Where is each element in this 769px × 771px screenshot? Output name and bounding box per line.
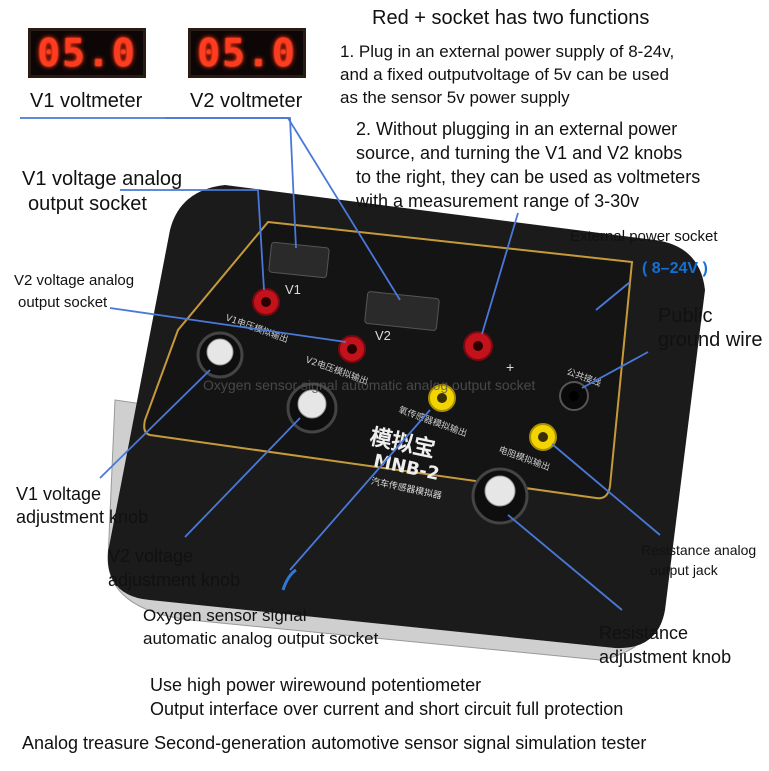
panel-led-v2 [364,291,440,331]
panel-led-v1 [268,241,330,279]
red-socket-title: Red + socket has two functions [372,7,650,29]
resistance-knob-label-2: adjustment knob [599,647,732,667]
function-2-line-2: source, and turning the V1 and V2 knobs [356,143,683,163]
external-power-label: External power socket [570,228,718,245]
v2-analog-output-label-2: output socket [18,294,108,311]
v2-voltmeter-label: V2 voltmeter [190,90,303,112]
v1-knob-label-2: adjustment knob [16,507,149,527]
public-ground-label-2: ground wire [658,329,763,351]
leader-lines [20,117,661,611]
function-1-line-3: as the sensor 5v power supply [340,88,570,107]
v1-voltmeter-label: V1 voltmeter [30,90,143,112]
function-2-line-1: 2. Without plugging in an external power [356,119,678,139]
oxygen-socket-label-1: Oxygen sensor signal [143,606,307,625]
v2-knob [286,382,338,434]
oxygen-socket-label-2: automatic analog output socket [143,629,379,648]
function-1-line-2: and a fixed outputvoltage of 5v can be u… [340,65,669,84]
panel-label-v1: V1 [285,282,301,297]
footer-line-2: Output interface over current and short … [150,699,624,719]
function-2-line-4: with a measurement range of 3-30v [356,191,640,211]
resistance-jack-yellow [529,423,557,451]
footer-line-3: Analog treasure Second-generation automo… [22,733,647,753]
v2-voltmeter-display: 05.0 [188,28,306,78]
panel-label-plus: + [506,359,514,375]
v1-output-socket-red [252,288,280,316]
power-socket-red [463,331,493,361]
external-power-range: ( 8–24V ) [642,260,708,277]
resistance-knob-label-1: Resistance [599,623,689,643]
v1-analog-output-label-2: output socket [28,193,147,215]
resistance-knob [471,467,529,525]
footer-line-1: Use high power wirewound potentiometer [150,675,482,695]
v1-analog-output-label-1: V1 voltage analog [22,168,183,190]
resistance-jack-label-2: output jack [650,562,718,578]
v2-output-socket-red [338,335,366,363]
resistance-jack-label-1: Resistance analog [641,542,757,558]
public-ground-label-1: Public [658,305,713,327]
v1-knob [196,331,244,379]
v1-knob-label-1: V1 voltage [16,484,102,504]
overlay-caption: Oxygen sensor signal automatic analog ou… [203,377,536,393]
v2-knob-label-2: adjustment knob [108,570,241,590]
v2-analog-output-label-1: V2 voltage analog [14,272,135,289]
v1-voltmeter-display: 05.0 [28,28,146,78]
v2-knob-label-1: V2 voltage [108,546,194,566]
oxygen-socket-yellow [428,384,456,412]
ground-socket-black [559,381,589,411]
function-1-line-1: 1. Plug in an external power supply of 8… [340,42,675,61]
function-2-line-3: to the right, they can be used as voltme… [356,167,701,187]
panel-label-v2: V2 [375,328,391,343]
